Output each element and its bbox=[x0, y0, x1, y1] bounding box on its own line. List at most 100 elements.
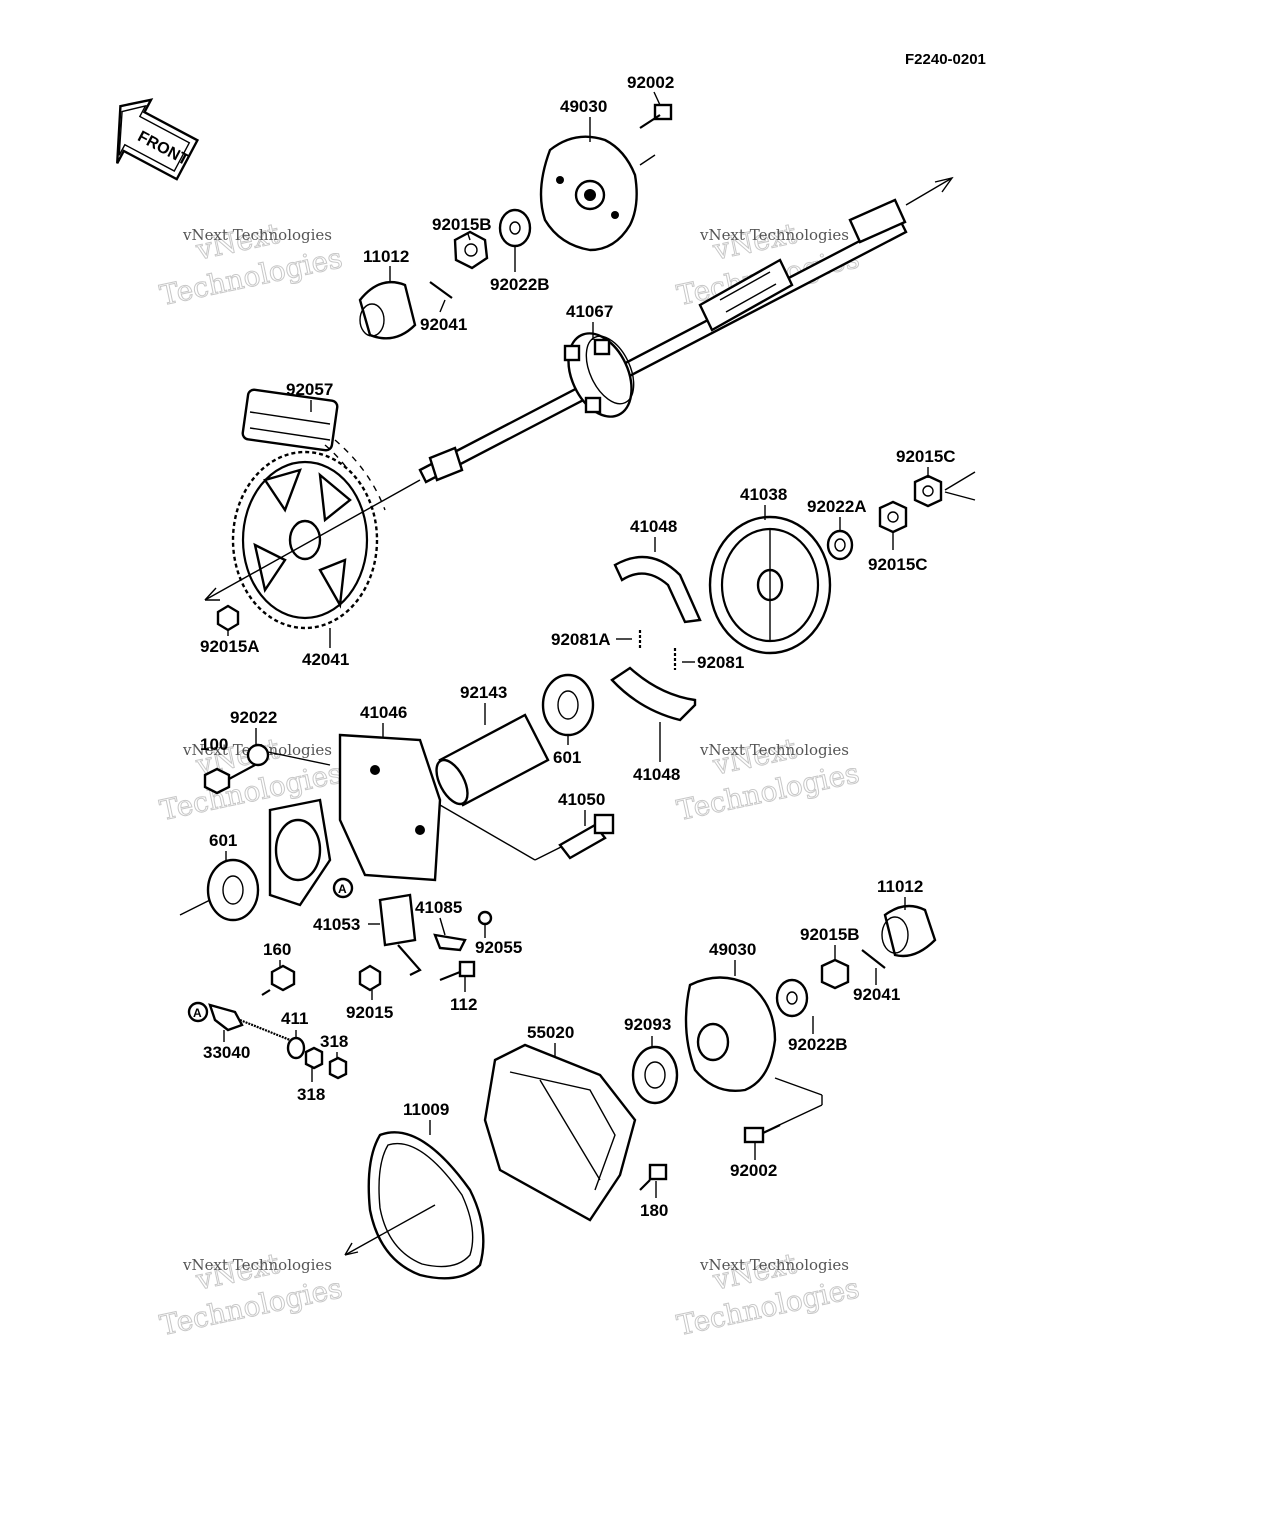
label-92015B-top: 92015B bbox=[432, 215, 492, 234]
bearing-601-mid bbox=[541, 673, 595, 737]
watermark-text: vNext Technologies bbox=[699, 741, 849, 759]
flange-plate-49030-top bbox=[539, 135, 656, 252]
label-92081: 92081 bbox=[697, 653, 744, 672]
nut-92015C-b bbox=[913, 471, 976, 508]
label-92143: 92143 bbox=[460, 683, 507, 702]
bolt-100 bbox=[203, 764, 256, 795]
watermark-text: vNext Technologies bbox=[182, 226, 332, 244]
label-41048-bottom: 41048 bbox=[633, 765, 680, 784]
rear-axle-shaft bbox=[418, 176, 954, 484]
bolt-180 bbox=[639, 1163, 668, 1191]
label-92041-top: 92041 bbox=[420, 315, 467, 334]
callout-a-text: A bbox=[338, 882, 347, 896]
bolt-160 bbox=[261, 964, 296, 996]
label-41085: 41085 bbox=[415, 898, 462, 917]
brake-drum-41038 bbox=[708, 515, 832, 655]
label-41067: 41067 bbox=[566, 302, 613, 321]
washer-92022A bbox=[826, 529, 854, 561]
label-318-b: 318 bbox=[297, 1085, 325, 1104]
label-92057: 92057 bbox=[286, 380, 333, 399]
label-11012-top: 11012 bbox=[363, 247, 409, 266]
label-92041-bottom: 92041 bbox=[853, 985, 900, 1004]
cotter-pin-92041-bottom bbox=[861, 949, 886, 969]
label-49030-bottom: 49030 bbox=[709, 940, 756, 959]
flange-plate-49030-bottom bbox=[684, 976, 823, 1128]
brake-panel-41046 bbox=[268, 733, 576, 907]
bolt-92002-bottom bbox=[743, 1124, 781, 1144]
label-55020: 55020 bbox=[527, 1023, 574, 1042]
brake-cam-41050 bbox=[558, 813, 615, 860]
brake-shoe-41048-top bbox=[613, 555, 702, 624]
cover-55020 bbox=[483, 1043, 637, 1222]
nut-92015A bbox=[216, 604, 240, 632]
watermark-text: vNext Technologies bbox=[699, 1256, 849, 1274]
watermark-text: vNext Technologies bbox=[699, 226, 849, 244]
label-92015C-top: 92015C bbox=[896, 447, 956, 466]
hub-flange-41067 bbox=[563, 332, 635, 418]
label-41050: 41050 bbox=[558, 790, 605, 809]
cap-11012-top bbox=[358, 280, 417, 340]
nut-92015B-top bbox=[453, 230, 489, 270]
front-arrow-icon: FRONT bbox=[116, 98, 200, 181]
label-49030-top: 49030 bbox=[560, 97, 607, 116]
washer-92022B-top bbox=[498, 208, 532, 248]
bolt-92002-top bbox=[639, 103, 673, 129]
brake-shoe-41048-bottom bbox=[610, 666, 697, 722]
nut-92015B-bottom bbox=[820, 958, 850, 990]
nut-318-b bbox=[328, 1056, 348, 1080]
watermark-text: vNext Technologies bbox=[182, 1256, 332, 1274]
label-100: 100 bbox=[200, 735, 228, 754]
label-11009: 11009 bbox=[403, 1100, 449, 1119]
part-labels: 92002 49030 92015B 11012 92022B 92041 41… bbox=[200, 73, 956, 1220]
label-92015B-bottom: 92015B bbox=[800, 925, 860, 944]
label-601-left: 601 bbox=[209, 831, 237, 850]
label-601-mid: 601 bbox=[553, 748, 581, 767]
label-92002-bottom: 92002 bbox=[730, 1161, 777, 1180]
nut-318-a bbox=[304, 1046, 324, 1070]
label-92015A: 92015A bbox=[200, 637, 260, 656]
washer-92055 bbox=[477, 910, 493, 926]
label-41048-top: 41048 bbox=[630, 517, 677, 536]
washer-411 bbox=[286, 1036, 306, 1060]
label-92093: 92093 bbox=[624, 1015, 671, 1034]
label-92022B-top: 92022B bbox=[490, 275, 550, 294]
label-112: 112 bbox=[450, 995, 477, 1014]
drive-chain-92057 bbox=[241, 388, 386, 521]
brake-lever-41053 bbox=[378, 893, 422, 976]
label-92081A: 92081A bbox=[551, 630, 611, 649]
callout-a-2: A bbox=[187, 1001, 209, 1023]
label-92015C-bottom: 92015C bbox=[868, 555, 928, 574]
callout-a-1: A bbox=[332, 877, 354, 899]
label-92022: 92022 bbox=[230, 708, 277, 727]
callout-a-text: A bbox=[193, 1006, 202, 1020]
washer-92022B-bottom bbox=[775, 978, 809, 1018]
spacer-tube-92143 bbox=[435, 713, 550, 807]
nut-92015C-a bbox=[878, 500, 908, 534]
leader-lines bbox=[223, 91, 929, 1198]
label-92022A: 92022A bbox=[807, 497, 867, 516]
label-41053: 41053 bbox=[313, 915, 360, 934]
label-92015: 92015 bbox=[346, 1003, 393, 1022]
label-92002-top: 92002 bbox=[627, 73, 674, 92]
indicator-41085 bbox=[433, 933, 467, 952]
cotter-pin-92041-top bbox=[429, 281, 453, 299]
nut-92015 bbox=[358, 964, 382, 992]
sprocket-42041 bbox=[204, 450, 421, 630]
gasket-11009 bbox=[344, 1131, 485, 1280]
label-92055: 92055 bbox=[475, 938, 522, 957]
label-411: 411 bbox=[281, 1009, 308, 1028]
diagram-code: F2240-0201 bbox=[905, 51, 986, 68]
bolt-112 bbox=[439, 960, 476, 982]
label-160: 160 bbox=[263, 940, 291, 959]
washer-92022 bbox=[246, 743, 331, 767]
bearing-601-left bbox=[179, 858, 260, 922]
adjuster-rod-33040 bbox=[208, 1003, 291, 1042]
seal-92093 bbox=[631, 1045, 679, 1105]
label-42041: 42041 bbox=[302, 650, 349, 669]
label-318-a: 318 bbox=[320, 1032, 348, 1051]
cap-11012-bottom bbox=[881, 904, 937, 958]
label-92022B-bottom: 92022B bbox=[788, 1035, 848, 1054]
label-180: 180 bbox=[640, 1201, 668, 1220]
label-41046: 41046 bbox=[360, 703, 407, 722]
